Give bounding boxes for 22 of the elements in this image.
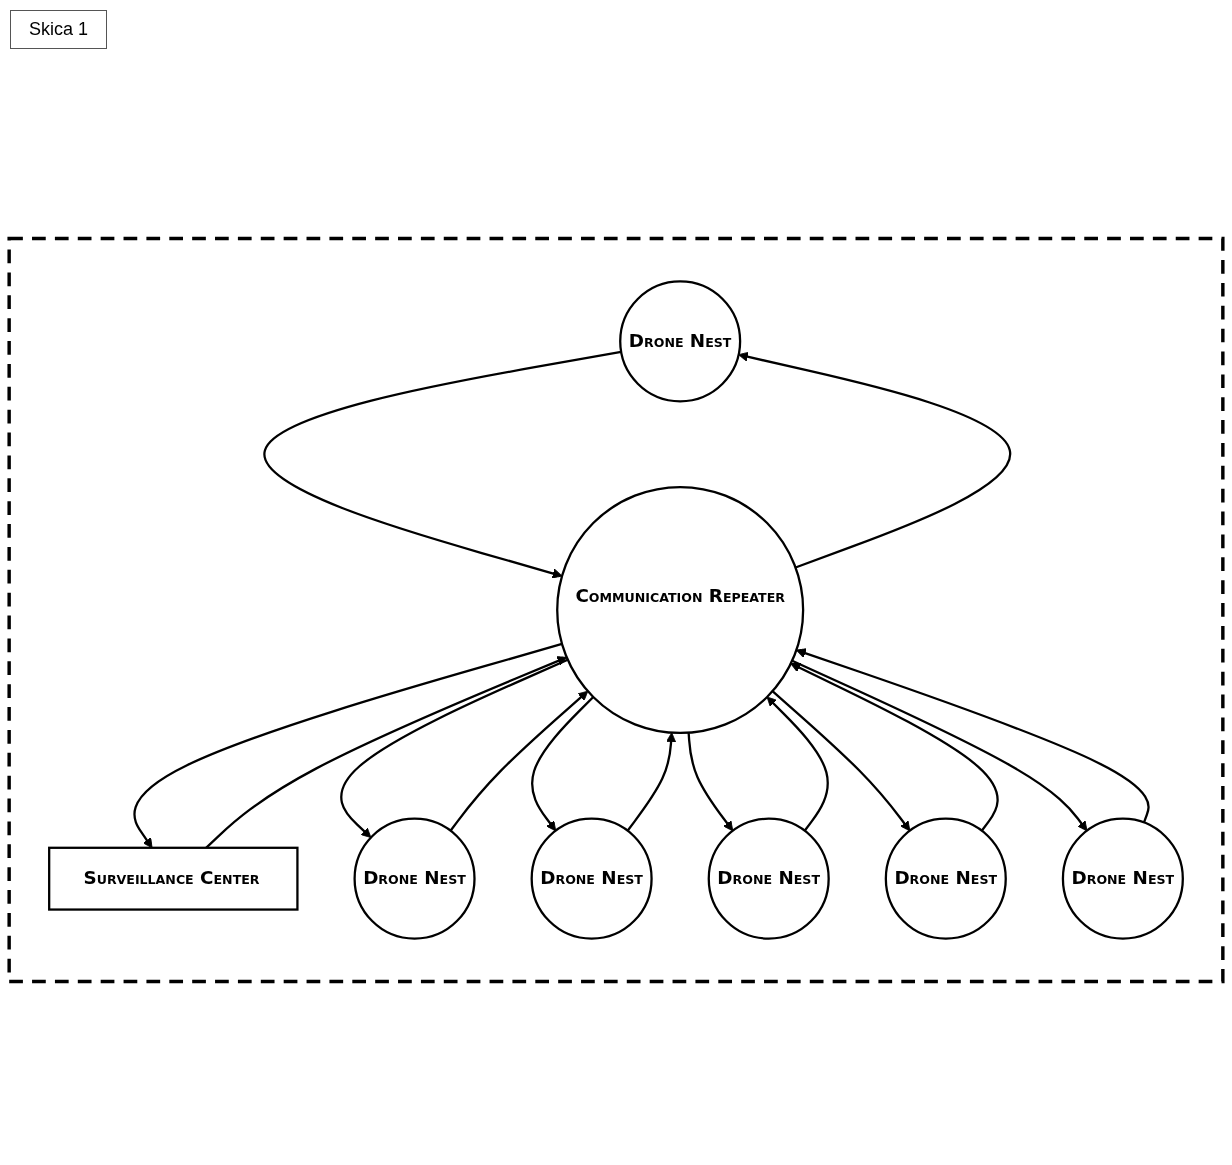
arrow [626,732,677,832]
node-circle: Drone Nest [530,817,653,940]
arrow [340,658,569,839]
cluster [7,236,1225,984]
arrow [531,696,595,832]
node-circle: Drone Nest [1061,817,1184,940]
arrow [771,690,911,832]
node-circle: Drone Nest [707,817,830,940]
arrow [766,696,829,832]
arrow [449,690,589,832]
node-circle: Drone Nest [619,280,742,403]
figure-label: Skica 1 [10,10,108,49]
node-circle: Communication Repeater [556,485,805,735]
arrow [791,659,1088,832]
node-box: Surveillance Center [48,846,299,911]
arrow [795,648,1150,823]
arrow [790,662,999,832]
arrow [263,350,622,579]
node-circle: Drone Nest [884,817,1007,940]
node-circle: Drone Nest [353,817,476,940]
arrow [738,351,1011,569]
arrow [687,732,734,832]
